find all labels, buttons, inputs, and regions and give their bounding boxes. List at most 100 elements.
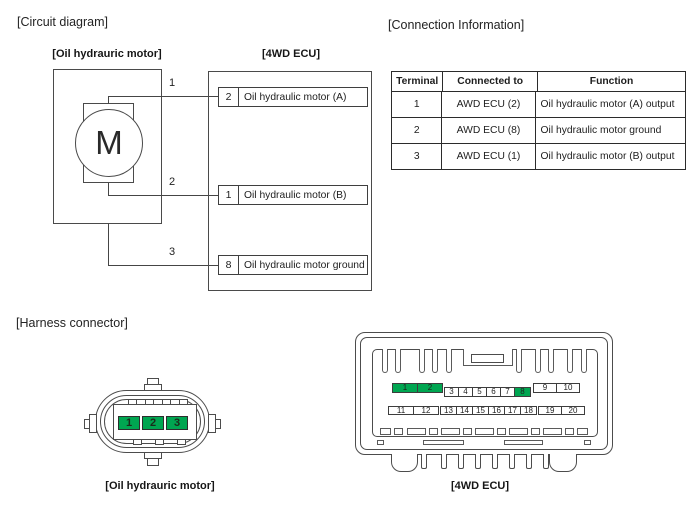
leg — [509, 454, 515, 469]
wire-3-label: 3 — [168, 246, 176, 258]
motor-outline-box — [53, 69, 162, 224]
table-row: 3 AWD ECU (1) Oil hydraulic motor (B) ou… — [392, 144, 685, 169]
comb-tab — [429, 428, 438, 435]
table-cell: Oil hydraulic motor (B) output — [540, 151, 675, 162]
leg — [543, 454, 549, 469]
circuit-diagram-heading: [Circuit diagram] — [17, 15, 108, 29]
comb-tab — [531, 428, 540, 435]
ecu-pin-11: 11 — [388, 406, 414, 415]
comb-tab — [577, 428, 588, 435]
motor-connector-title: [Oil hydrauric motor] — [105, 480, 215, 492]
leg — [458, 454, 464, 469]
slot — [516, 349, 522, 373]
comb-tab — [543, 428, 562, 435]
ecu-pin-function: Oil hydraulic motor (B) — [244, 189, 347, 201]
table-cell: 2 — [392, 118, 443, 143]
connection-information-heading: [Connection Information] — [388, 18, 525, 32]
comb-tab — [394, 428, 403, 435]
ecu-connector-title: [4WD ECU] — [450, 480, 510, 492]
ecu-pin-6: 6 — [486, 387, 501, 397]
ecu-pins-11-12: 11 12 — [388, 406, 439, 415]
ecu-pin-18: 18 — [520, 406, 537, 415]
leg — [475, 454, 481, 469]
motor-connector-bottom-tab — [147, 458, 159, 466]
ecu-pin-number: 2 — [219, 88, 239, 106]
comb-tab — [509, 428, 528, 435]
slot — [535, 349, 541, 373]
motor-connector-pins: 1 2 3 — [118, 416, 190, 430]
leg — [441, 454, 447, 469]
ecu-pin-2: 2 — [417, 383, 443, 393]
ecu-connector-left-foot — [391, 454, 418, 472]
slot — [446, 349, 452, 373]
table-header-connected-to: Connected to — [443, 72, 539, 91]
circuit-ecu-title: [4WD ECU] — [261, 48, 321, 60]
ecu-pin-16: 16 — [488, 406, 505, 415]
ecu-pin-box-a: 2 Oil hydraulic motor (A) — [218, 87, 368, 107]
ecu-pin-9: 9 — [533, 383, 557, 393]
wire-2-label: 2 — [168, 176, 176, 188]
comb-tab — [463, 428, 472, 435]
circuit-motor-title: [Oil hydrauric motor] — [52, 48, 162, 60]
motor-symbol: M — [95, 124, 123, 161]
table-header-terminal: Terminal — [392, 72, 444, 91]
corner-mark — [377, 440, 384, 445]
table-row: 2 AWD ECU (8) Oil hydraulic motor ground — [392, 118, 685, 144]
table-row: 1 AWD ECU (2) Oil hydraulic motor (A) ou… — [392, 92, 685, 118]
slot — [395, 349, 401, 373]
comb-tab — [407, 428, 426, 435]
comb-tab — [441, 428, 460, 435]
comb-tab — [497, 428, 506, 435]
slot — [419, 349, 425, 373]
slot — [382, 349, 388, 373]
comb-tab — [565, 428, 574, 435]
motor-pin-1: 1 — [118, 416, 140, 430]
comb-tab — [380, 428, 391, 435]
wire-3-horizontal — [108, 265, 218, 266]
table-cell: AWD ECU (8) — [442, 118, 536, 143]
table-cell: AWD ECU (2) — [442, 92, 536, 117]
ecu-pin-8: 8 — [514, 387, 531, 397]
ecu-pin-number: 8 — [219, 256, 239, 274]
motor-connector-right-nub — [215, 419, 221, 429]
ecu-pin-12: 12 — [413, 406, 439, 415]
motor-circle: M — [75, 109, 143, 177]
ecu-pin-5: 5 — [472, 387, 487, 397]
table-cell: 3 — [392, 144, 443, 169]
ecu-pin-13: 13 — [440, 406, 457, 415]
connection-table: Terminal Connected to Function 1 AWD ECU… — [391, 71, 686, 170]
leg — [526, 454, 532, 469]
ecu-pin-10: 10 — [556, 383, 580, 393]
ecu-pin-function: Oil hydraulic motor ground — [244, 259, 365, 271]
ecu-pin-14: 14 — [456, 406, 473, 415]
slot — [581, 349, 587, 373]
ecu-pin-4: 4 — [458, 387, 473, 397]
ecu-pins-13-18: 13 14 15 16 17 18 — [440, 406, 537, 415]
ecu-pin-3: 3 — [444, 387, 459, 397]
ecu-pin-7: 7 — [500, 387, 515, 397]
table-cell: AWD ECU (1) — [442, 144, 536, 169]
motor-pin-2: 2 — [142, 416, 164, 430]
mount-bar — [423, 440, 464, 445]
ecu-pin-17: 17 — [504, 406, 521, 415]
leg — [492, 454, 498, 469]
table-cell: Oil hydraulic motor (A) output — [540, 99, 675, 110]
leg — [421, 454, 427, 469]
wire-3-vertical — [108, 224, 109, 265]
ecu-connector-right-foot — [549, 454, 577, 472]
ecu-pin-box-b: 1 Oil hydraulic motor (B) — [218, 185, 368, 205]
wire-1-horizontal — [108, 96, 218, 97]
ecu-pin-box-ground: 8 Oil hydraulic motor ground — [218, 255, 368, 275]
slot — [432, 349, 438, 373]
table-header-function: Function — [589, 76, 634, 87]
ecu-pin-19: 19 — [538, 406, 562, 415]
wire-1-vertical — [108, 96, 109, 104]
corner-mark — [584, 440, 591, 445]
mount-bar — [504, 440, 543, 445]
harness-connector-heading: [Harness connector] — [16, 316, 128, 330]
ecu-pin-function: Oil hydraulic motor (A) — [244, 91, 347, 103]
wire-1-label: 1 — [168, 77, 176, 89]
table-cell: 1 — [392, 92, 443, 117]
slot — [548, 349, 554, 373]
table-header-row: Terminal Connected to Function — [392, 72, 685, 92]
